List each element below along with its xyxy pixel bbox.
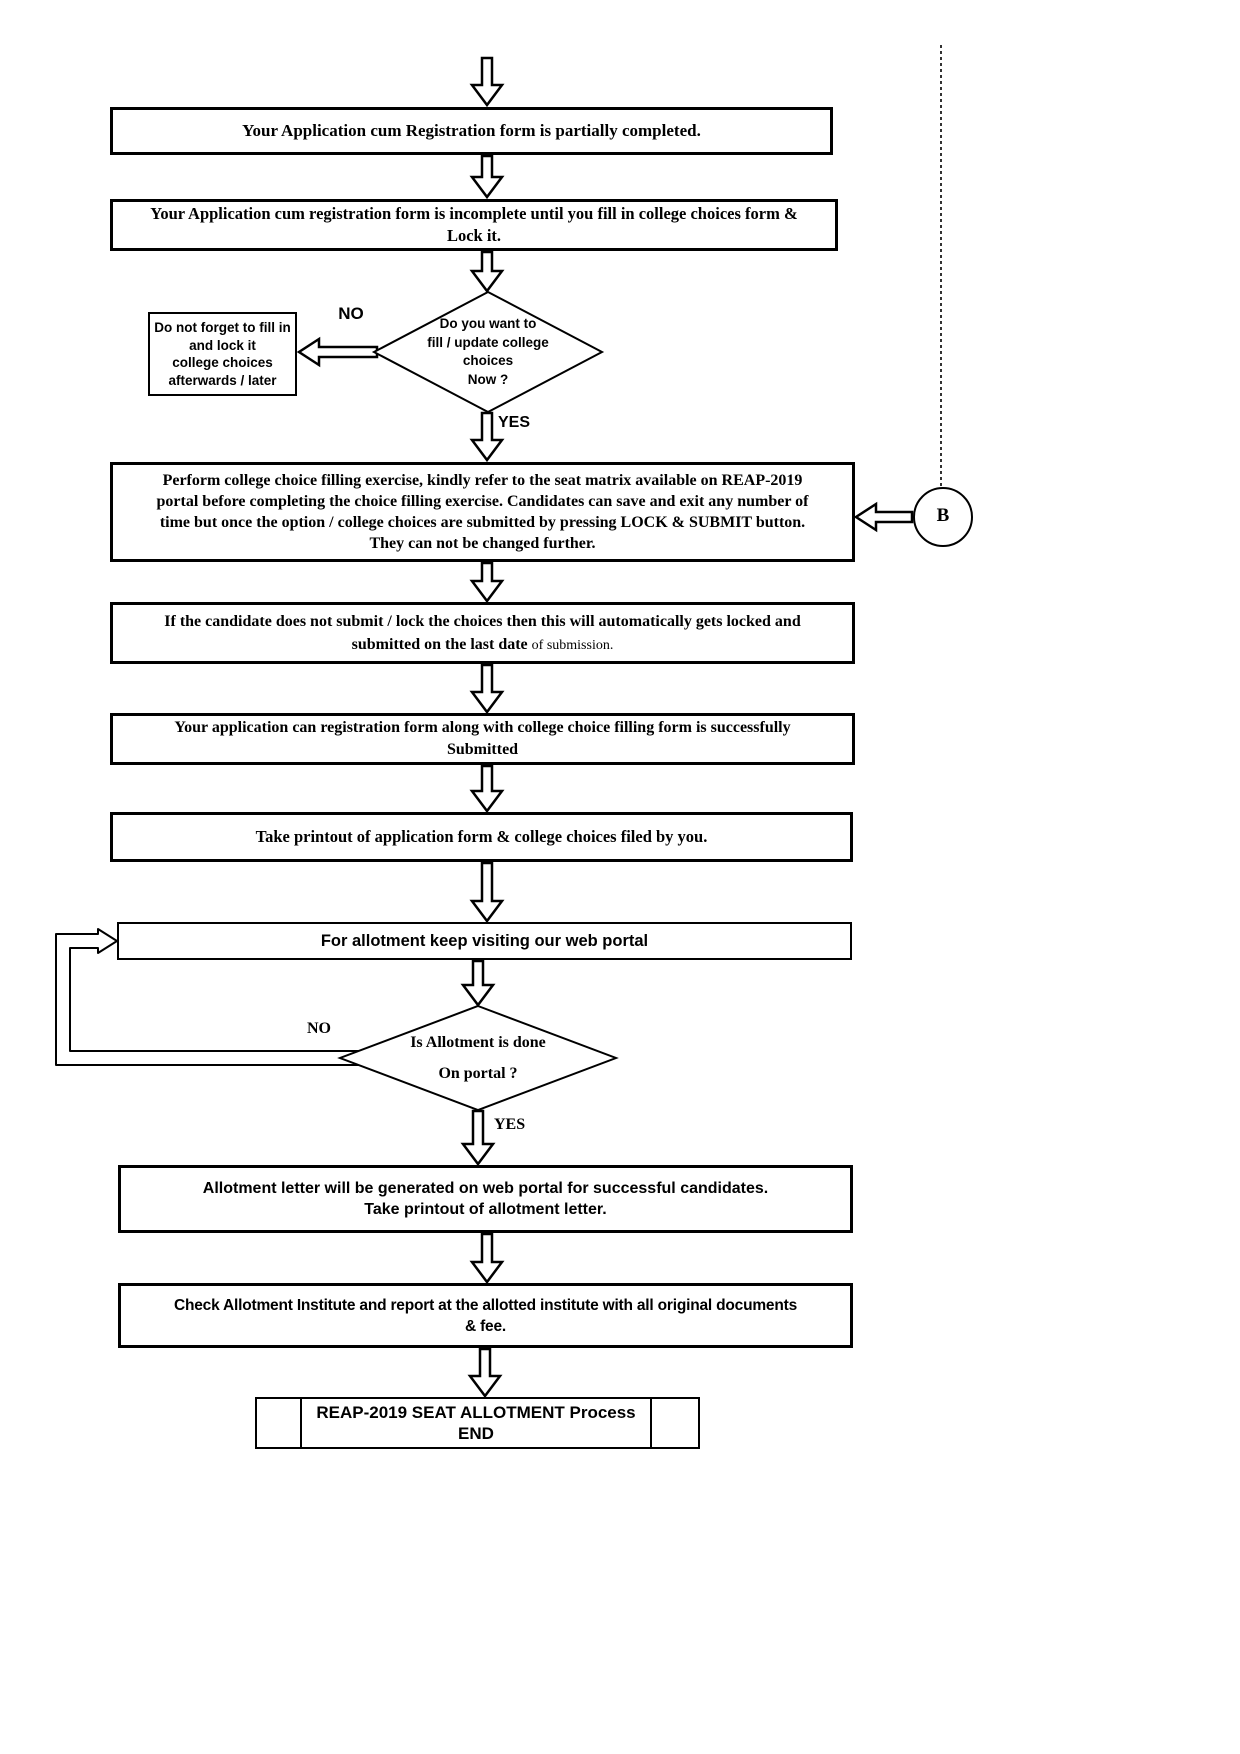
node-text: Your Application cum Registration form i…: [242, 121, 701, 140]
node-text: Do not forget to fill in: [154, 320, 291, 335]
arrow-down-into-incomplete: [469, 154, 505, 200]
node-text: Submitted: [446, 741, 519, 758]
node-successfully-submitted: Your application can registration form a…: [110, 713, 855, 765]
node-allotment-letter: Allotment letter will be generated on we…: [118, 1165, 853, 1233]
arrow-down-into-printout: [469, 764, 505, 814]
node-text: Is Allotment is done: [410, 1033, 546, 1051]
node-keep-visiting-portal: For allotment keep visiting our web port…: [117, 922, 852, 960]
end-box-text: REAP-2019 SEAT ALLOTMENT Process END: [302, 1399, 650, 1447]
node-text: Allotment letter will be generated on we…: [202, 1180, 769, 1197]
arrow-down-into-decision-choices: [469, 250, 505, 294]
arrow-down-into-report: [469, 1232, 505, 1285]
decision-allotment-text: Is Allotment is done On portal ?: [340, 1022, 616, 1094]
label-no-allotment: NO: [307, 1020, 331, 1037]
end-box-left-bar: [257, 1399, 302, 1447]
node-text: REAP-2019 SEAT ALLOTMENT Process: [316, 1403, 636, 1422]
node-text: If the candidate does not submit / lock …: [164, 612, 801, 630]
label-no-choices: NO: [338, 304, 364, 323]
node-text: submitted on the last date of submission…: [352, 633, 614, 657]
arrow-down-into-keep-visiting: [469, 861, 505, 924]
arrow-no-into-reminder: [296, 336, 379, 368]
node-text: Perform college choice filling exercise,…: [162, 472, 803, 489]
arrow-down-into-decision-allotment: [460, 959, 496, 1008]
node-text: Do you want to: [439, 316, 537, 331]
no-loop-connector: [55, 928, 363, 1066]
node-perform-choice-filling: Perform college choice filling exercise,…: [110, 462, 855, 562]
node-text: Check Allotment Institute and report at …: [173, 1296, 797, 1314]
node-text: For allotment keep visiting our web port…: [320, 931, 649, 950]
arrow-yes-into-allotment-letter: [460, 1109, 496, 1167]
label-yes-allotment: YES: [494, 1116, 526, 1133]
node-text: They can not be changed further.: [369, 535, 596, 552]
node-text: Your Application cum registration form i…: [150, 204, 798, 223]
node-text: Your application can registration form a…: [174, 719, 791, 736]
node-end-terminator: REAP-2019 SEAT ALLOTMENT Process END: [255, 1397, 700, 1449]
arrow-down-into-partial: [469, 56, 505, 108]
node-text: afterwards / later: [168, 372, 277, 388]
node-text: Take printout of allotment letter.: [364, 1201, 607, 1218]
node-text: END: [458, 1424, 494, 1443]
node-text: and lock it: [189, 337, 256, 353]
node-text: time but once the option / college choic…: [159, 514, 806, 531]
node-partially-completed: Your Application cum Registration form i…: [110, 107, 833, 155]
end-box-right-bar: [650, 1399, 698, 1447]
decision-choices-text: Do you want to fill / update college cho…: [374, 314, 602, 390]
node-text: fill / update college: [427, 334, 549, 350]
connector-circle-b: [913, 487, 973, 547]
node-text: On portal ?: [438, 1064, 518, 1082]
decision-diamond-choices: [371, 290, 605, 414]
node-text: Take printout of application form & coll…: [255, 827, 708, 846]
node-text: choices: [462, 353, 514, 368]
arrow-yes-into-perform: [469, 411, 505, 463]
node-text: & fee.: [464, 1317, 506, 1335]
node-reminder-fill-later: Do not forget to fill in and lock it col…: [148, 312, 297, 396]
arrow-down-into-autolock: [469, 561, 505, 604]
node-text: portal before completing the choice fill…: [156, 493, 809, 510]
node-take-printout: Take printout of application form & coll…: [110, 812, 853, 862]
node-auto-lock-on-last-date: If the candidate does not submit / lock …: [110, 602, 855, 664]
label-yes-choices: YES: [498, 414, 531, 431]
node-text: Now ?: [467, 371, 509, 387]
arrow-from-connector-b: [853, 501, 914, 533]
connector-b-letter: B: [936, 505, 950, 526]
arrow-down-into-end: [467, 1347, 503, 1399]
node-text: Lock it.: [446, 226, 502, 245]
node-report-at-institute: Check Allotment Institute and report at …: [118, 1283, 853, 1348]
node-text: college choices: [172, 355, 273, 370]
arrow-down-into-submitted: [469, 663, 505, 715]
node-incomplete-until-lock: Your Application cum registration form i…: [110, 199, 838, 251]
node-text-main: submitted on the last date: [351, 635, 528, 653]
node-text-small: of submission.: [531, 637, 614, 653]
decision-diamond-allotment: [337, 1004, 619, 1112]
